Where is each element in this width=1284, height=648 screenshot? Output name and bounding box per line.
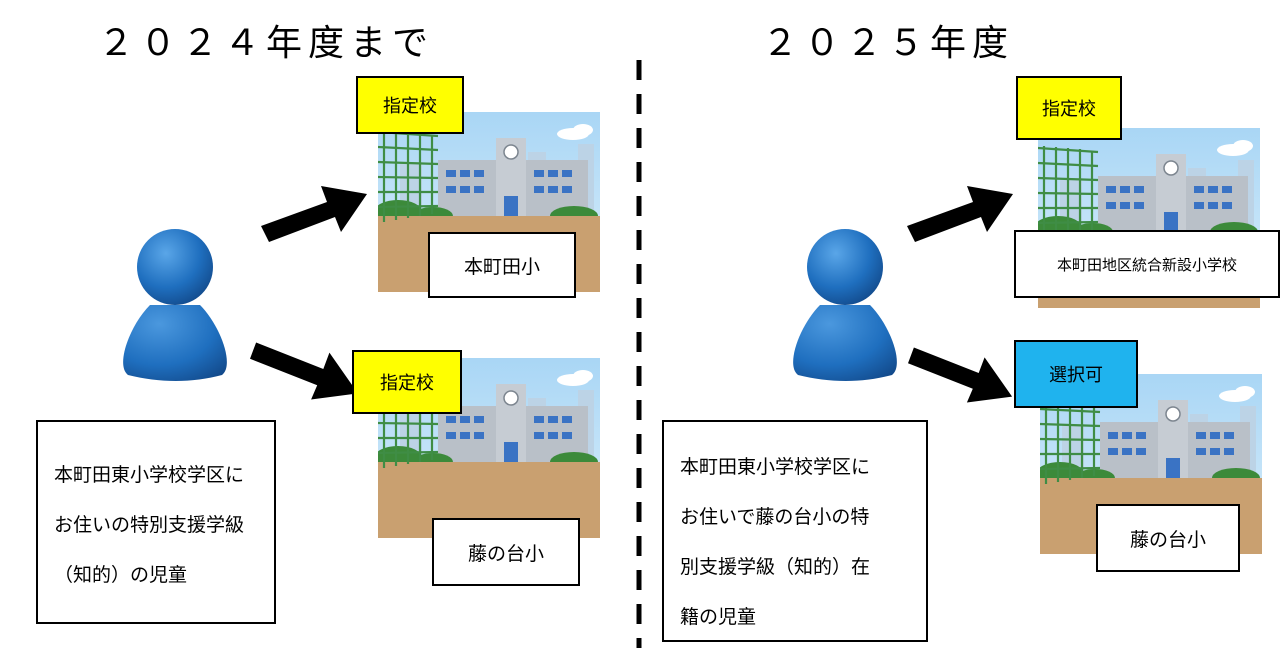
selectable-school-tag: 選択可: [1014, 340, 1138, 408]
school-name-box: 藤の台小: [432, 518, 580, 586]
description-line: お住いで藤の台小の特: [680, 506, 870, 528]
person-icon: [793, 229, 897, 381]
student-description-box: 本町田東小学校学区に お住いで藤の台小の特 別支援学級（知的）在 籍の児童: [662, 420, 928, 642]
school-name-box: 藤の台小: [1096, 504, 1240, 572]
arrow-icon: [908, 347, 1013, 403]
description-line: 本町田東小学校学区に: [680, 456, 871, 478]
school-name-box: 本町田小: [428, 232, 576, 298]
designated-school-tag: 指定校: [1016, 76, 1122, 140]
arrow-icon: [261, 186, 367, 242]
description-line: 別支援学級（知的）在: [680, 556, 871, 578]
designated-school-tag: 指定校: [352, 350, 462, 414]
person-icon: [123, 229, 227, 381]
description-line: お住いの特別支援学級: [54, 514, 245, 536]
student-description-box: 本町田東小学校学区に お住いの特別支援学級 （知的）の児童: [36, 420, 276, 624]
designated-school-tag: 指定校: [356, 76, 464, 134]
divider-dashed-line: [636, 60, 642, 648]
description-line: 本町田東小学校学区に: [54, 464, 245, 486]
heading-2025: ２０２５年度: [762, 23, 1015, 64]
heading-2024: ２０２４年度まで: [98, 23, 435, 64]
arrow-icon: [907, 186, 1013, 242]
arrow-icon: [250, 342, 358, 400]
description-line: 籍の児童: [680, 606, 757, 628]
description-line: （知的）の児童: [54, 564, 188, 586]
school-name-box: 本町田地区統合新設小学校: [1014, 230, 1280, 298]
